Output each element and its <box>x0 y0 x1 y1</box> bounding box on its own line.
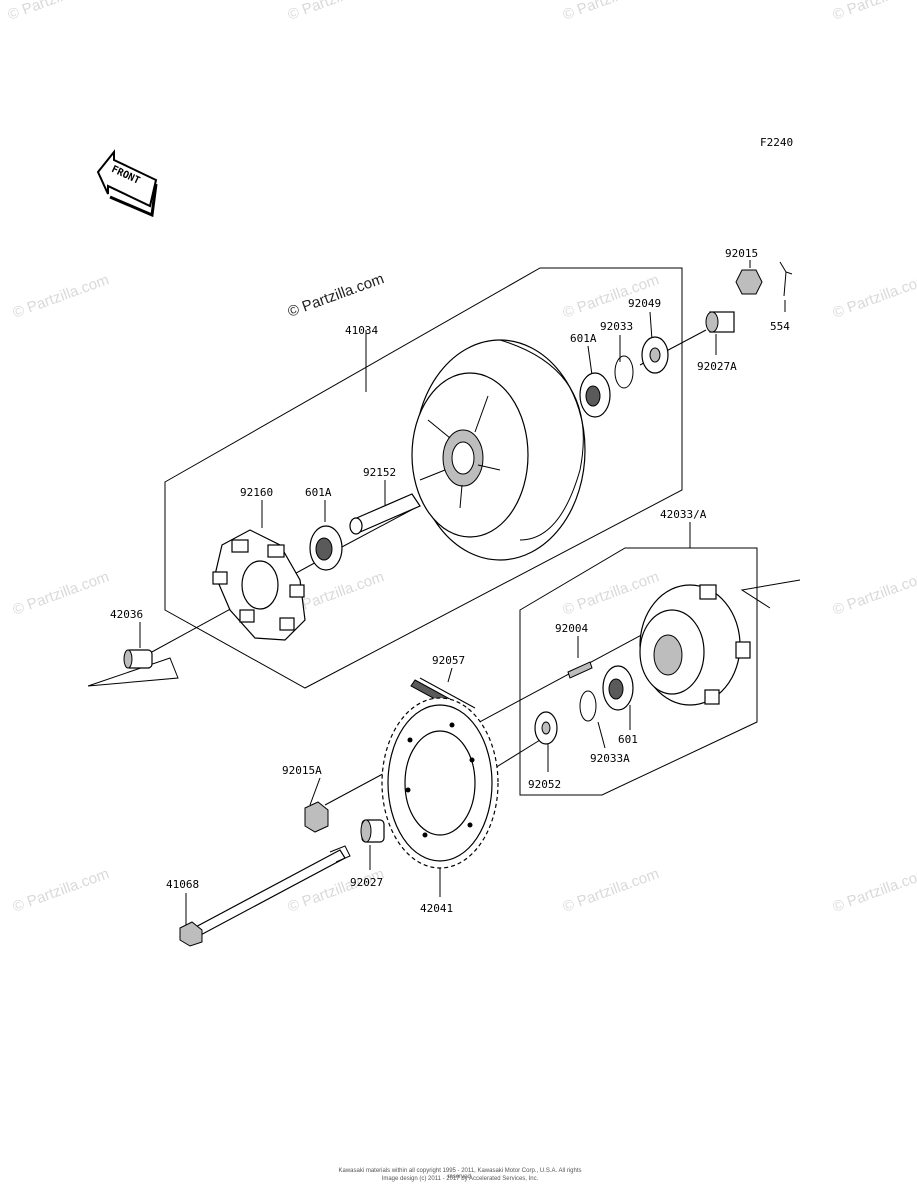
label-42041: 42041 <box>420 902 453 915</box>
part-labels: 41034 92015 554 92049 92033 601A 92027A … <box>110 247 790 915</box>
svg-text:© Partzilla.com: © Partzilla.com <box>831 865 917 916</box>
label-601a-top: 601A <box>570 332 597 345</box>
nut-92015-icon <box>735 269 763 295</box>
svg-text:© Partzilla.com: © Partzilla.com <box>11 865 112 916</box>
label-92027a: 92027A <box>697 360 737 373</box>
label-92052: 92052 <box>528 778 561 791</box>
label-92004: 92004 <box>555 622 588 635</box>
footer-copyright: Kawasaki materials within all copyright … <box>338 1168 582 1180</box>
svg-text:© Partzilla.com: © Partzilla.com <box>561 865 662 916</box>
circlip-92033-icon <box>614 355 634 389</box>
label-92152: 92152 <box>363 466 396 479</box>
svg-text:© Partzilla.com: © Partzilla.com <box>831 0 917 24</box>
label-41034: 41034 <box>345 324 378 337</box>
bearing-601a-top-icon <box>579 372 611 418</box>
watermark-dark: © Partzilla.com <box>286 270 387 321</box>
label-92049: 92049 <box>628 297 661 310</box>
front-arrow-icon: FRONT <box>96 149 158 218</box>
svg-text:© Partzilla.com: © Partzilla.com <box>286 0 387 24</box>
label-42036: 42036 <box>110 608 143 621</box>
svg-text:© Partzilla.com: © Partzilla.com <box>6 0 107 24</box>
collar-92049-icon <box>641 336 669 374</box>
label-41068: 41068 <box>166 878 199 891</box>
label-601a-left: 601A <box>305 486 332 499</box>
cotter-pin-554-icon <box>779 261 793 297</box>
bearing-601a-left-icon <box>309 525 343 571</box>
damper-92160-icon <box>212 529 306 641</box>
label-92160: 92160 <box>240 486 273 499</box>
wheel-hub-part-icon <box>411 339 586 561</box>
label-92015: 92015 <box>725 247 758 260</box>
hub-assembly-outline <box>164 267 758 796</box>
label-92027: 92027 <box>350 876 383 889</box>
label-92033a: 92033A <box>590 752 630 765</box>
spacer-92052-icon <box>534 711 558 745</box>
svg-text:© Partzilla.com: © Partzilla.com <box>831 568 917 619</box>
label-92033: 92033 <box>600 320 633 333</box>
circlip-92033a-icon <box>579 690 597 722</box>
collar-92027-icon <box>360 819 385 843</box>
svg-text:© Partzilla.com: © Partzilla.com <box>831 271 917 322</box>
stud-92004-icon <box>567 661 593 679</box>
nut-92015a-icon <box>304 801 329 833</box>
label-92057: 92057 <box>432 654 465 667</box>
figure-code: F2240 <box>760 136 793 149</box>
sleeve-92152-icon <box>349 493 421 535</box>
label-601: 601 <box>618 733 638 746</box>
svg-text:© Partzilla.com: © Partzilla.com <box>11 271 112 322</box>
svg-text:© Partzilla.com: © Partzilla.com <box>561 568 662 619</box>
axle-41068-icon <box>179 845 351 947</box>
label-92015a: 92015A <box>282 764 322 777</box>
footer-image-credit: Image design (c) 2011 - 2017 by Accelera… <box>381 1176 539 1182</box>
bearing-601-icon <box>602 665 634 711</box>
collar-42036-icon <box>123 649 153 669</box>
collar-92027a-icon <box>705 311 735 333</box>
svg-text:© Partzilla.com: © Partzilla.com <box>11 568 112 619</box>
label-42033a: 42033/A <box>660 508 707 521</box>
coupling-42033a-icon <box>639 584 751 706</box>
label-554: 554 <box>770 320 790 333</box>
svg-text:© Partzilla.com: © Partzilla.com <box>561 0 662 24</box>
sprocket-42041-icon <box>381 697 499 869</box>
